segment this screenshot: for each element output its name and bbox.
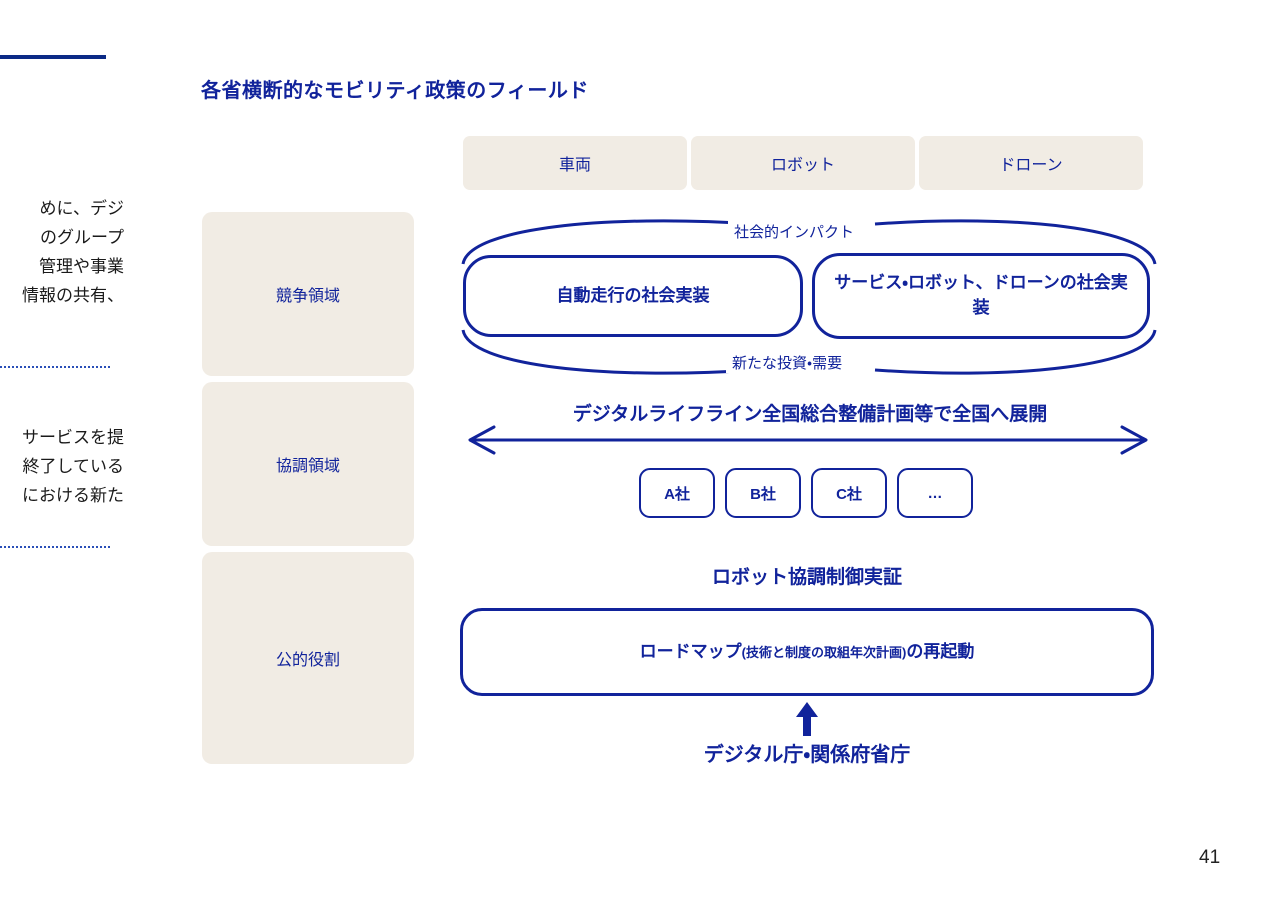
arc-label-social-impact: 社会的インパクト bbox=[728, 221, 861, 242]
roadmap-parenthetical: (技術と制度の取組年次計画) bbox=[741, 644, 907, 660]
row-label-competitive-domain: 競争領域 bbox=[202, 212, 414, 376]
left-paragraph-1-line-3: 管理や事業 bbox=[39, 257, 124, 276]
column-header-vehicle-label: 車両 bbox=[558, 157, 591, 174]
column-header-drone-label: ドローン bbox=[999, 157, 1063, 174]
box-autonomous-driving-deployment-label: 自動走行の社会実装 bbox=[556, 285, 710, 305]
caption-robot-cooperative-control-demo: ロボット協調制御実証 bbox=[711, 567, 902, 588]
company-chip-c[interactable]: C社 bbox=[811, 468, 887, 518]
caption-nationwide-deployment: デジタルライフライン全国総合整備計画等で全国へ展開 bbox=[572, 404, 1048, 425]
row-label-public-role-text: 公的役割 bbox=[275, 652, 340, 669]
left-paragraph-1-line-1: めに、デジ bbox=[39, 199, 125, 218]
company-chip-b[interactable]: B社 bbox=[725, 468, 801, 518]
company-chip-a-label: A社 bbox=[664, 485, 690, 503]
roadmap-suffix: の再起動 bbox=[906, 641, 975, 661]
company-chip-b-label: B社 bbox=[750, 485, 776, 503]
left-paragraph-2-line-1: サービスを提 bbox=[22, 428, 124, 447]
column-header-vehicle: 車両 bbox=[463, 136, 687, 190]
roadmap-prefix: ロードマップ bbox=[639, 641, 742, 661]
box-roadmap-restart-text: ロードマップ(技術と制度の取組年次計画)の再起動 bbox=[640, 640, 975, 665]
company-chip-c-label: C社 bbox=[836, 485, 862, 503]
row-label-public-role: 公的役割 bbox=[202, 552, 414, 764]
page-number: 41 bbox=[1199, 847, 1221, 868]
arc-label-new-investment-demand: 新たな投資・需要 bbox=[726, 352, 849, 373]
row-label-cooperative-domain: 協調領域 bbox=[202, 382, 414, 546]
column-header-drone: ドローン bbox=[919, 136, 1143, 190]
column-header-robot: ロボット bbox=[691, 136, 915, 190]
box-service-robot-drone-deployment-label: サービス・ロボット、ドローンの社会実装 bbox=[834, 273, 1128, 317]
double-headed-arrow-icon bbox=[468, 425, 1148, 455]
left-paragraph-1: めに、デジ のグループ 管理や事業 情報の共有、 bbox=[0, 194, 124, 310]
column-header-robot-label: ロボット bbox=[770, 157, 835, 174]
left-paragraph-2: サービスを提 終了している における新た bbox=[0, 423, 124, 510]
company-chip-a[interactable]: A社 bbox=[639, 468, 715, 518]
left-paragraph-2-line-3: における新た bbox=[22, 486, 124, 505]
box-autonomous-driving-deployment[interactable]: 自動走行の社会実装 bbox=[463, 255, 803, 337]
caption-digital-agency-ministries: デジタル庁・関係府省庁 bbox=[703, 744, 911, 766]
row-label-cooperative-domain-text: 協調領域 bbox=[275, 458, 340, 475]
left-text-column: めに、デジ のグループ 管理や事業 情報の共有、 サービスを提 終了している に… bbox=[0, 0, 130, 600]
page-title: 各省横断的なモビリティ政策のフィールド bbox=[201, 80, 589, 102]
box-roadmap-restart[interactable]: ロードマップ(技術と制度の取組年次計画)の再起動 bbox=[460, 608, 1154, 696]
left-paragraph-1-line-2: のグループ bbox=[40, 228, 124, 247]
arrow-up-icon bbox=[796, 702, 818, 736]
company-chip-more-label: … bbox=[927, 484, 943, 502]
company-chip-more[interactable]: … bbox=[897, 468, 973, 518]
left-paragraph-1-line-4: 情報の共有、 bbox=[22, 286, 124, 305]
section-rule-dotted-2 bbox=[0, 546, 110, 548]
row-label-competitive-domain-text: 競争領域 bbox=[275, 288, 340, 305]
section-rule-dotted-1 bbox=[0, 366, 110, 368]
box-service-robot-drone-deployment[interactable]: サービス・ロボット、ドローンの社会実装 bbox=[812, 253, 1150, 339]
left-paragraph-2-line-2: 終了している bbox=[22, 457, 125, 476]
section-rule-solid bbox=[0, 55, 106, 59]
